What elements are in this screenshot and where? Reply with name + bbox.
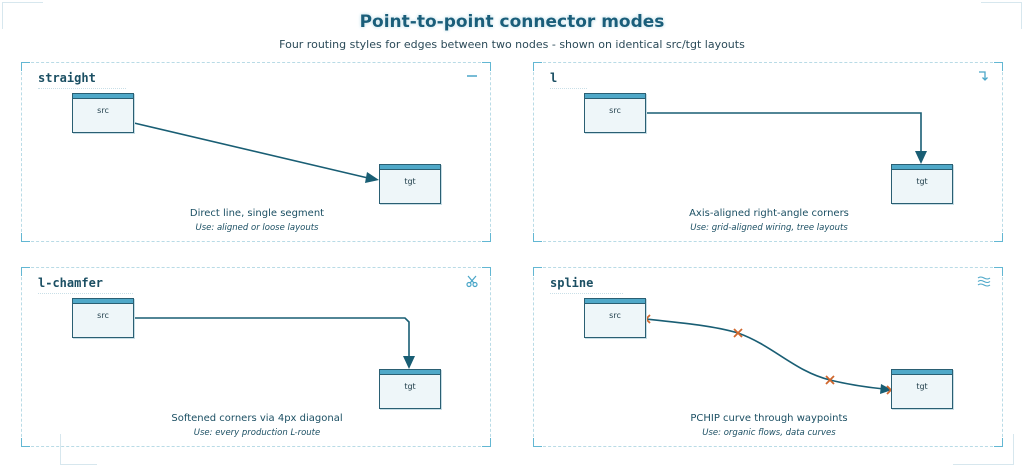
decor-frame <box>981 2 1022 29</box>
panel-corner <box>994 62 1003 71</box>
panel-corner <box>994 438 1003 447</box>
edge-l <box>646 112 927 164</box>
panel-corner <box>533 267 542 276</box>
decor-frame <box>953 434 1014 465</box>
panel-use-note: Use: grid-aligned wiring, tree layouts <box>690 223 848 233</box>
panel-corner <box>533 438 542 447</box>
src-node[interactable]: src <box>584 298 646 338</box>
panel-corner <box>21 267 30 276</box>
tgt-node[interactable]: tgt <box>891 369 953 409</box>
edge-straight <box>133 122 379 183</box>
src-node[interactable]: src <box>72 298 134 338</box>
panel-corner <box>482 267 491 276</box>
panel-l-chamfer: l-chamfer src tgt Softened corners via 4… <box>21 267 491 447</box>
edge-l-chamfer <box>134 317 415 369</box>
mode-label: spline <box>550 276 624 294</box>
waves-icon <box>976 274 992 290</box>
tgt-node[interactable]: tgt <box>379 369 441 409</box>
mode-label: straight <box>38 71 126 89</box>
panel-corner <box>533 233 542 242</box>
node-label: src <box>97 106 109 115</box>
panel-corner <box>21 233 30 242</box>
scissors-icon <box>464 274 480 290</box>
panel-corner <box>482 438 491 447</box>
mode-label: l <box>550 71 588 89</box>
mode-label: l-chamfer <box>38 276 134 294</box>
corner-arrow-icon <box>976 69 992 85</box>
node-label: tgt <box>404 177 416 186</box>
panel-use-note: Use: organic flows, data curves <box>702 428 836 438</box>
node-label: tgt <box>916 382 928 391</box>
panel-corner <box>482 62 491 71</box>
panel-use-note: Use: aligned or loose layouts <box>195 223 319 233</box>
panel-caption: PCHIP curve through waypoints <box>690 413 848 424</box>
page-title: Point-to-point connector modes <box>359 12 665 32</box>
node-label: tgt <box>404 382 416 391</box>
node-label: src <box>609 311 621 320</box>
waypoint-markers <box>641 314 896 395</box>
panel-straight: straight src tgt Direct line, single seg… <box>21 62 491 242</box>
panel-corner <box>21 62 30 71</box>
panel-use-note: Use: every production L-route <box>193 428 321 438</box>
decor-frame <box>60 434 97 465</box>
page-subtitle: Four routing styles for edges between tw… <box>279 38 745 51</box>
panel-caption: Softened corners via 4px diagonal <box>171 413 343 424</box>
panel-corner <box>533 62 542 71</box>
panel-corner <box>994 267 1003 276</box>
src-node[interactable]: src <box>72 93 134 133</box>
panel-spline: spline src tgt PCHIP curve through waypo… <box>533 267 1003 447</box>
tgt-node[interactable]: tgt <box>891 164 953 204</box>
panel-corner <box>21 438 30 447</box>
node-label: tgt <box>916 177 928 186</box>
panel-corner <box>994 233 1003 242</box>
panel-corner <box>482 233 491 242</box>
panel-l: l src tgt Axis-aligned right-angle corne… <box>533 62 1003 242</box>
src-node[interactable]: src <box>584 93 646 133</box>
dash-icon <box>464 69 480 85</box>
decor-frame <box>2 2 43 29</box>
tgt-node[interactable]: tgt <box>379 164 441 204</box>
node-label: src <box>609 106 621 115</box>
node-label: src <box>97 311 109 320</box>
panel-caption: Axis-aligned right-angle corners <box>689 208 849 219</box>
panel-caption: Direct line, single segment <box>189 208 325 219</box>
